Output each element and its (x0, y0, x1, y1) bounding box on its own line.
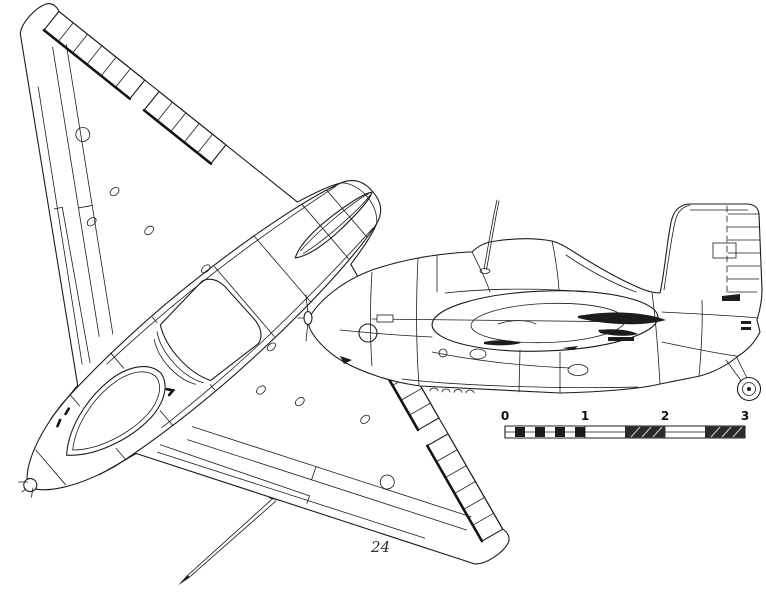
rear-fuselage-seams (651, 292, 759, 385)
plan-canopy (153, 278, 262, 385)
plan-view (18, 3, 510, 586)
landing-skid (401, 378, 639, 394)
scale-label-2: 2 (661, 409, 669, 423)
page-number: 24 (370, 538, 390, 556)
elevon-port-outer (42, 10, 146, 101)
plan-nose-hatch (56, 365, 176, 456)
tail-wheel (725, 355, 762, 402)
antenna-mast (479, 199, 500, 274)
plan-wing-port (19, 3, 343, 420)
elevon-port-inner (142, 90, 227, 165)
side-fuselage-outline (308, 203, 763, 394)
scale-label-1: 1 (581, 409, 589, 423)
scale-label-0: 0 (501, 409, 509, 423)
pitot-tube (178, 497, 282, 586)
fin-and-rudder (663, 204, 761, 330)
plan-propeller (18, 477, 38, 498)
scale-bar: 0 1 2 3 (501, 409, 749, 439)
side-view (297, 199, 763, 402)
side-fuselage-details (339, 255, 641, 394)
plan-fuselage (26, 180, 382, 491)
scale-label-3: 3 (741, 409, 749, 423)
plan-fin (294, 191, 373, 259)
scale-bar-ruler (504, 425, 746, 439)
elevon-starboard-outer (425, 433, 504, 543)
wing-root-fairing (431, 290, 666, 352)
side-propeller (297, 294, 313, 342)
